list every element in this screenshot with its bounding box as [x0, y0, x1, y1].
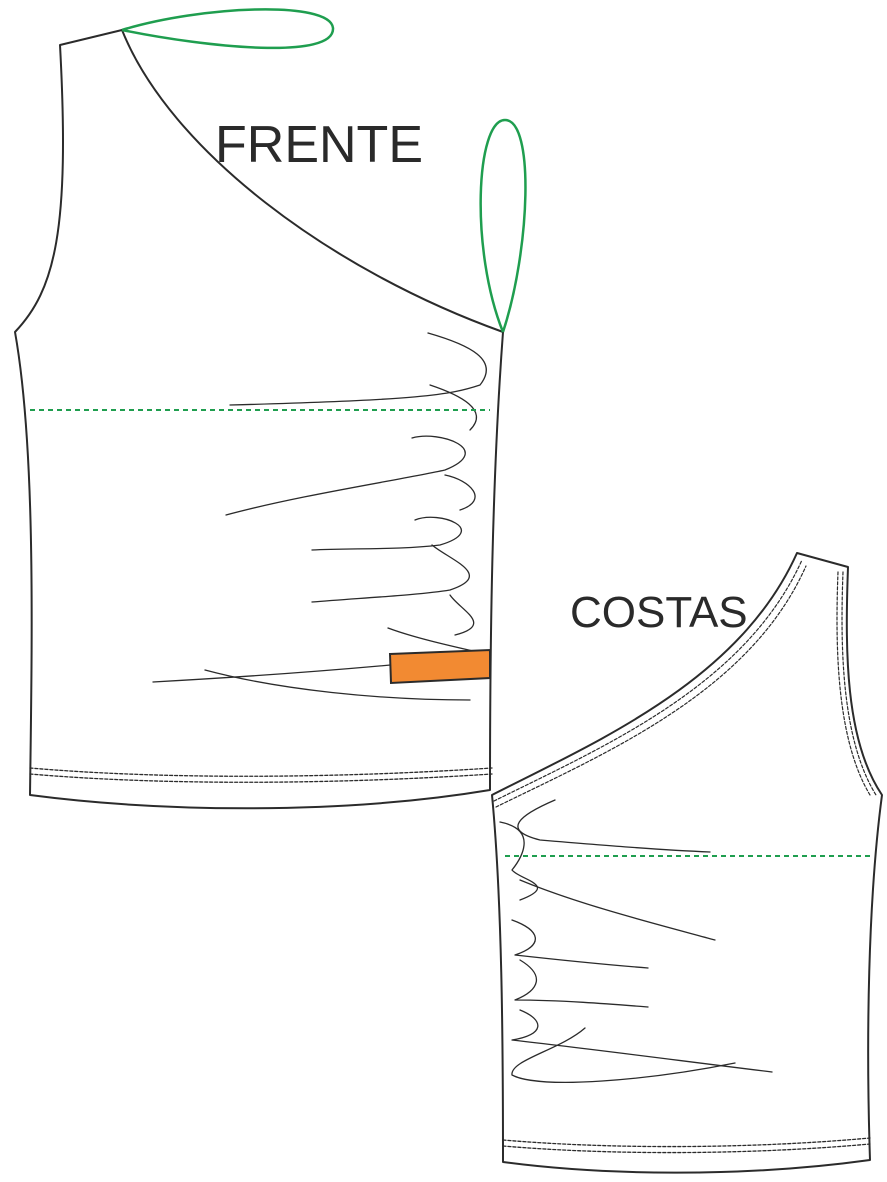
- front-strap-loop-top: [121, 8, 335, 50]
- back-label: COSTAS: [570, 588, 748, 637]
- front-hem-stitching: [29, 767, 493, 783]
- buckle-detail: [388, 648, 491, 685]
- back-hem-stitching: [502, 1137, 871, 1154]
- front-gathers: [152, 332, 491, 701]
- front-strap-loop-side: [479, 118, 527, 333]
- front-label: FRENTE: [215, 116, 423, 174]
- back-gathers: [499, 799, 773, 1083]
- back-bodice-outline: [491, 552, 883, 1174]
- front-bodice-outline: [14, 29, 504, 810]
- back-neckline-stitching: [493, 559, 877, 808]
